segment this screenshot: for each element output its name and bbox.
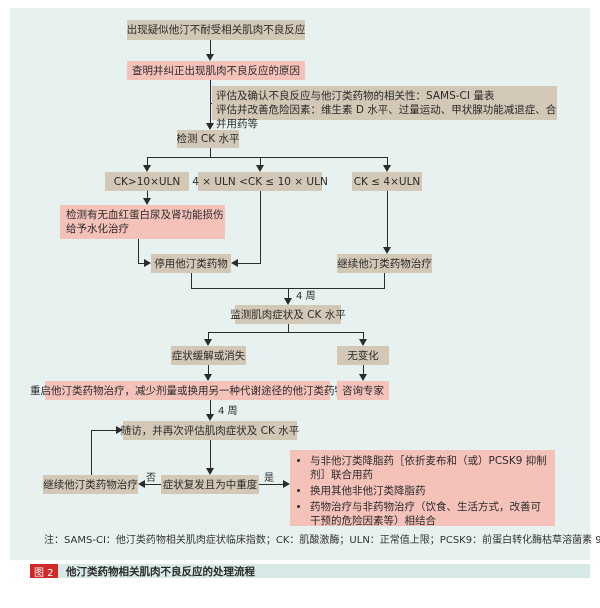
connector xyxy=(191,273,192,288)
node-suspect: 出现疑似他汀不耐受相关肌肉不良反应 xyxy=(127,20,305,40)
connector xyxy=(208,332,209,339)
yes-label: 是 xyxy=(264,473,274,484)
node-followup: 随访，并再次评估肌肉症状及 CK 水平 xyxy=(121,421,299,440)
arrow-head xyxy=(204,374,212,381)
check-renal-line-2: 给予水化治疗 xyxy=(66,223,129,235)
connector xyxy=(384,273,385,288)
connector xyxy=(210,148,211,157)
assess-line-2: 评估并改善危险因素：维生素 D 水平、过量运动、甲状腺功能减退症、合并用药等 xyxy=(216,104,557,130)
arrow-head xyxy=(231,259,238,267)
node-options: 与非他汀类降脂药［依折麦布和（或）PCSK9 抑制剂］联合用药 换用其他非他汀类… xyxy=(290,450,555,527)
connector xyxy=(145,484,161,485)
connector xyxy=(363,332,364,339)
arrow-head xyxy=(206,468,214,475)
arrow-head xyxy=(116,426,123,434)
footnote: 注：SAMS-CI：他汀类药物相关肌肉症状临床指数；CK：肌酸激酶；ULN：正常… xyxy=(44,535,600,546)
caption-bar xyxy=(30,564,590,578)
node-assess: 评估及确认不良反应与他汀类药物的相关性：SAMS-CI 量表 评估并改善危险因素… xyxy=(212,86,557,130)
arrow-head xyxy=(206,123,214,130)
check-renal-line-1: 检测有无血红蛋白尿及肾功能损伤 xyxy=(66,209,224,221)
connector xyxy=(138,239,139,264)
node-ck-high: CK>10×ULN xyxy=(105,172,189,191)
node-no-change: 无变化 xyxy=(337,346,389,365)
connector xyxy=(208,332,364,333)
figure-tag: 图 2 xyxy=(30,564,58,579)
connector xyxy=(138,263,144,264)
node-consult: 咨询专家 xyxy=(337,381,389,400)
connector xyxy=(288,324,289,332)
arrow-head xyxy=(206,414,214,421)
connector xyxy=(387,191,388,247)
arrow-head xyxy=(383,165,391,172)
arrow-head xyxy=(359,339,367,346)
connector xyxy=(210,103,212,104)
arrow-head xyxy=(204,339,212,346)
node-restart: 重启他汀类药物治疗，减少剂量或换用另一种代谢途径的他汀类药物 xyxy=(30,381,345,400)
arrow-head xyxy=(144,259,151,267)
connector xyxy=(260,191,261,264)
connector xyxy=(260,157,261,165)
node-relieved: 症状缓解或消失 xyxy=(171,346,246,365)
arrow-head xyxy=(284,298,292,305)
connector xyxy=(91,430,92,475)
no-label: 否 xyxy=(146,473,156,484)
connector xyxy=(210,40,211,54)
arrow-head xyxy=(206,54,214,61)
option-item: 药物治疗与非药物治疗（饮食、生活方式，改善可干预的危险因素等）相结合 xyxy=(310,500,549,528)
arrow-head xyxy=(143,198,151,205)
option-item: 换用其他非他汀类降脂药 xyxy=(310,484,549,498)
connector xyxy=(259,484,283,485)
node-ck-mid: 4 × ULN <CK ≤ 10 × ULN xyxy=(192,172,328,191)
node-continue-statin-1: 继续他汀类药物治疗 xyxy=(337,254,432,273)
node-monitor: 监测肌肉症状及 CK 水平 xyxy=(230,305,346,324)
arrow-head xyxy=(256,165,264,172)
connector xyxy=(210,400,211,414)
weeks-label-1: 4 周 xyxy=(296,291,316,302)
weeks-label-2: 4 周 xyxy=(218,406,238,417)
connector xyxy=(147,157,148,165)
node-stop-statin: 停用他汀类药物 xyxy=(151,254,231,273)
arrow-head xyxy=(143,165,151,172)
connector xyxy=(210,80,211,123)
node-ck-low: CK ≤ 4×ULN xyxy=(352,172,422,191)
connector xyxy=(288,288,289,298)
option-item: 与非他汀类降脂药［依折麦布和（或）PCSK9 抑制剂］联合用药 xyxy=(310,454,549,482)
figure-title: 他汀类药物相关肌肉不良反应的处理流程 xyxy=(66,565,255,578)
connector xyxy=(363,365,364,374)
connector xyxy=(147,157,387,158)
options-list: 与非他汀类降脂药［依折麦布和（或）PCSK9 抑制剂］联合用药 换用其他非他汀类… xyxy=(296,454,549,530)
connector xyxy=(210,440,211,468)
arrow-head xyxy=(359,374,367,381)
connector xyxy=(147,191,148,198)
arrow-head xyxy=(138,480,145,488)
node-recur: 症状复发且为中重度 xyxy=(161,475,259,494)
connector xyxy=(387,157,388,165)
node-check-renal: 检测有无血红蛋白尿及肾功能损伤 给予水化治疗 xyxy=(60,205,225,239)
arrow-head xyxy=(383,247,391,254)
node-continue-statin-2: 继续他汀类药物治疗 xyxy=(43,475,138,494)
node-ck-test: 检测 CK 水平 xyxy=(177,130,239,148)
arrow-head xyxy=(283,480,290,488)
connector xyxy=(238,263,260,264)
connector xyxy=(91,430,116,431)
node-investigate: 查明并纠正出现肌肉不良反应的原因 xyxy=(127,61,305,80)
assess-line-1: 评估及确认不良反应与他汀类药物的相关性：SAMS-CI 量表 xyxy=(216,90,495,102)
connector xyxy=(208,365,209,374)
